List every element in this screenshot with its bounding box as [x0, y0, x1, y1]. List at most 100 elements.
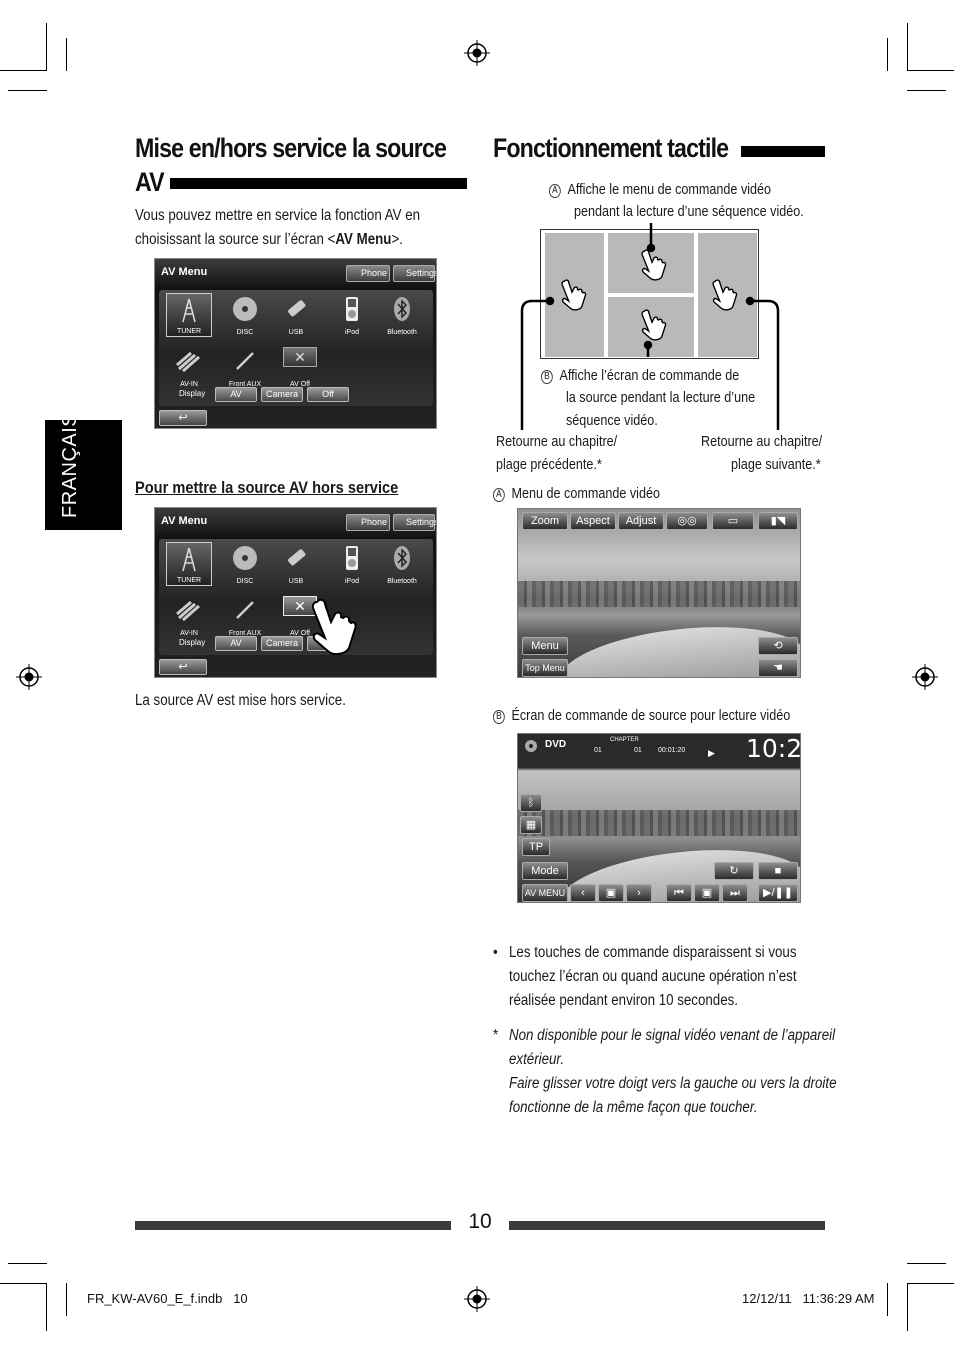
display-camera-button[interactable]: Camera	[261, 387, 303, 402]
next-title-button[interactable]: ›	[626, 884, 652, 902]
grid-icon: ▦	[525, 819, 537, 831]
disc-icon	[525, 740, 537, 752]
mode-button[interactable]: Mode	[522, 862, 568, 880]
audio-button[interactable]: ◎◎	[666, 512, 708, 530]
play-indicator: ▶	[708, 748, 715, 758]
language-tab: FRANÇAIS	[45, 413, 122, 530]
keypad-side-button[interactable]: ▦	[520, 816, 542, 834]
source-label: Bluetooth	[387, 578, 417, 585]
title-list-button[interactable]: ▣	[598, 884, 624, 902]
next-note-line1: Retourne au chapitre/	[701, 433, 823, 450]
source-tuner[interactable]: TUNER	[166, 293, 212, 337]
settings-button[interactable]: Settings	[393, 514, 436, 531]
av-menu-button[interactable]: AV MENU	[522, 884, 568, 902]
heading-rule	[741, 146, 825, 157]
source-bluetooth[interactable]: Bluetooth	[379, 542, 425, 586]
ipod-icon	[346, 297, 358, 321]
crop-mark	[887, 38, 888, 71]
top-menu-button[interactable]: Top Menu	[522, 659, 568, 677]
angle-button[interactable]: ▮◥	[758, 512, 798, 530]
crop-mark	[66, 1283, 67, 1316]
label-b: B	[541, 370, 553, 384]
usb-icon	[288, 300, 306, 317]
menu-button[interactable]: Menu	[522, 637, 568, 655]
source-disc[interactable]: DISC	[222, 542, 268, 586]
source-panel: TUNER DISC USB iPod Bluetooth AV-IN Fron…	[159, 539, 433, 655]
phone-button[interactable]: Phone	[346, 514, 390, 531]
source-label: AV Off	[290, 381, 310, 388]
tp-button[interactable]: TP	[522, 838, 550, 856]
intro-line-1: Vous pouvez mettre en service la fonctio…	[135, 207, 421, 224]
footnote-line-3: Faire glisser votre doigt vers la gauche…	[509, 1075, 837, 1092]
prev-title-button[interactable]: ‹	[570, 884, 596, 902]
av-menu-title: AV Menu	[161, 266, 208, 278]
stop-button[interactable]: ■	[758, 862, 798, 880]
crop-mark	[8, 1263, 47, 1264]
bluetooth-icon	[394, 546, 410, 570]
display-off-button[interactable]: Off	[307, 387, 349, 402]
source-usb[interactable]: USB	[273, 293, 319, 337]
zoom-button[interactable]: Zoom	[522, 512, 568, 530]
subtitle-button[interactable]: ▭	[712, 512, 754, 530]
crop-mark	[907, 1283, 954, 1284]
source-av-in[interactable]: AV-IN	[166, 594, 212, 638]
source-av-off[interactable]: ✕ AV Off	[277, 594, 323, 638]
source-av-in[interactable]: AV-IN	[166, 345, 212, 389]
disc-icon	[233, 297, 257, 321]
audio-icon: ◎◎	[677, 515, 697, 527]
adjust-button[interactable]: Adjust	[618, 512, 664, 530]
source-label: AV-IN	[180, 381, 198, 388]
disc-icon	[233, 546, 257, 570]
back-button[interactable]: ↩	[159, 410, 207, 426]
crop-mark	[907, 23, 908, 71]
skip-back-button[interactable]: ⏮	[666, 884, 692, 902]
note-b-line2: la source pendant la lecture d’une	[566, 389, 756, 406]
settings-button[interactable]: Settings	[393, 265, 436, 282]
note-b-line3: séquence vidéo.	[566, 412, 658, 429]
rotate-button[interactable]: ⟲	[758, 637, 798, 655]
language-label: FRANÇAIS	[59, 412, 81, 518]
rotate-icon: ⟲	[773, 640, 783, 652]
bluetooth-icon	[394, 297, 410, 321]
footnote-line-4: fonctionne de la même façon que toucher.	[509, 1099, 758, 1116]
source-usb[interactable]: USB	[273, 542, 319, 586]
source-front-aux[interactable]: Front AUX	[222, 594, 268, 638]
crop-mark	[0, 1283, 47, 1284]
source-ipod[interactable]: iPod	[329, 293, 375, 337]
source-av-off[interactable]: ✕ AV Off	[277, 345, 323, 389]
footnote-line-1: Non disponible pour le signal vidéo vena…	[509, 1027, 836, 1044]
aspect-button[interactable]: Aspect	[570, 512, 616, 530]
source-label: iPod	[344, 578, 359, 585]
crop-mark	[907, 70, 954, 71]
aux-jack-icon	[236, 352, 254, 370]
dvd-source-screen: DVD CHAPTER 01 01 00:01:20 10:28 ▶ ᛒ ▦ T…	[517, 733, 801, 903]
touch-button[interactable]: ☚	[758, 659, 798, 677]
chapter-list-button[interactable]: ▣	[694, 884, 720, 902]
display-av-button[interactable]: AV	[215, 387, 257, 402]
source-front-aux[interactable]: Front AUX	[222, 345, 268, 389]
skip-forward-button[interactable]: ⏭	[722, 884, 748, 902]
source-bluetooth[interactable]: Bluetooth	[379, 293, 425, 337]
back-button[interactable]: ↩	[159, 659, 207, 675]
display-av-button[interactable]: AV	[215, 636, 257, 651]
crop-mark	[907, 90, 946, 91]
touch-hand-icon	[311, 598, 357, 656]
touch-hand-icon	[712, 279, 738, 311]
source-label: iPod	[344, 329, 359, 336]
bluetooth-side-button[interactable]: ᛒ	[520, 794, 542, 812]
source-disc[interactable]: DISC	[222, 293, 268, 337]
source-label: DISC	[236, 329, 254, 336]
intro-line-2: choisissant la source sur l’écran <AV Me…	[135, 228, 403, 252]
title-number: 01	[594, 747, 602, 754]
source-tuner[interactable]: TUNER	[166, 542, 212, 586]
source-ipod[interactable]: iPod	[329, 542, 375, 586]
prev-note-line2: plage précédente.*	[496, 456, 602, 473]
footer-rule-left	[135, 1221, 451, 1230]
display-camera-button[interactable]: Camera	[261, 636, 303, 651]
phone-button[interactable]: Phone	[346, 265, 390, 282]
touch-hand-icon	[561, 279, 587, 311]
antenna-icon	[182, 298, 196, 323]
play-pause-button[interactable]: ▶/❚❚	[758, 884, 798, 902]
source-name: DVD	[545, 739, 567, 750]
repeat-button[interactable]: ↻	[714, 862, 754, 880]
